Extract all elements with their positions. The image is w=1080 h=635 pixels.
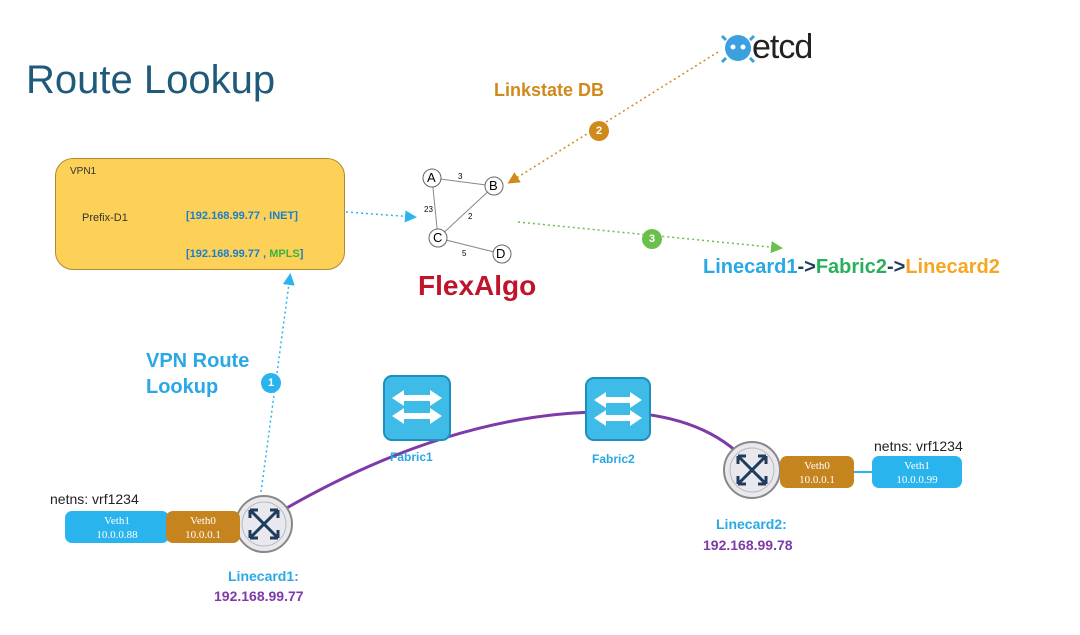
fabric2-label: Fabric2 bbox=[592, 452, 635, 466]
vpn1-label: VPN1 bbox=[70, 166, 97, 177]
edge-weight-bc: 2 bbox=[468, 212, 473, 221]
fabric1-label: Fabric1 bbox=[390, 450, 433, 464]
linecard1-veth0-name: Veth0 bbox=[190, 515, 216, 527]
linecard2-netns-label: netns: vrf1234 bbox=[874, 438, 963, 454]
linecard2-router-icon bbox=[723, 441, 781, 499]
vpn-route-line2: Lookup bbox=[146, 376, 219, 398]
step-badge-2: 2 bbox=[589, 121, 609, 141]
path-fabric2: Fabric2 bbox=[815, 256, 887, 278]
path-arrow-2: -> bbox=[886, 256, 906, 278]
path-arrow-1: -> bbox=[797, 256, 816, 278]
vpn-route-lookup-label: VPN Route Lookup bbox=[146, 348, 249, 400]
route-mpls-tag: MPLS bbox=[269, 248, 300, 260]
etcd-label: etcd bbox=[752, 28, 813, 66]
linecard1-veth1-ip: 10.0.0.88 bbox=[96, 529, 138, 541]
path-linecard2: Linecard2 bbox=[905, 256, 1000, 278]
route-mpls-prefix: [192.168.99.77 , bbox=[186, 248, 270, 260]
prefix-d1-label: Prefix-D1 bbox=[82, 212, 128, 224]
vpn-route-line1: VPN Route bbox=[146, 350, 250, 372]
route-inet-label: [192.168.99.77 , INET] bbox=[186, 210, 298, 222]
topology-graph bbox=[431, 177, 503, 255]
linecard1-veth1-box: Veth1 10.0.0.88 bbox=[65, 511, 169, 543]
lookup-arrow bbox=[260, 273, 295, 493]
page-title: Route Lookup bbox=[26, 58, 276, 102]
vpn1-box bbox=[55, 158, 345, 270]
linecard1-netns-label: netns: vrf1234 bbox=[50, 491, 139, 507]
route-mpls-suffix: ] bbox=[299, 248, 304, 260]
linecard1-veth0-box: Veth0 10.0.0.1 bbox=[166, 511, 240, 543]
linecard2-ip: 192.168.99.78 bbox=[703, 537, 793, 553]
path-linecard1: Linecard1 bbox=[703, 256, 798, 278]
vpn-to-graph-arrow bbox=[345, 210, 417, 223]
edge-weight-ab: 3 bbox=[458, 172, 463, 181]
linkstate-db-label: Linkstate DB bbox=[494, 80, 605, 100]
graph-node-d: D bbox=[496, 246, 506, 261]
route-mpls-label: [192.168.99.77 , MPLS] bbox=[186, 248, 303, 260]
graph-node-c: C bbox=[433, 230, 443, 245]
linecard1-ip: 192.168.99.77 bbox=[214, 588, 304, 604]
etcd-logo-icon bbox=[720, 34, 756, 64]
step-badge-3: 3 bbox=[642, 229, 662, 249]
edge-weight-cd: 5 bbox=[462, 249, 467, 258]
linecard1-router-icon bbox=[235, 495, 293, 553]
flexalgo-label: FlexAlgo bbox=[418, 270, 537, 301]
linecard2-veth0-box: Veth0 10.0.0.1 bbox=[780, 456, 854, 488]
computed-path-label: Linecard1->Fabric2->Linecard2 bbox=[703, 256, 1000, 279]
linecard2-veth0-ip: 10.0.0.1 bbox=[799, 474, 835, 486]
linecard2-veth0-name: Veth0 bbox=[804, 460, 830, 472]
step-badge-1: 1 bbox=[261, 373, 281, 393]
fabric2-switch-icon bbox=[585, 377, 651, 441]
linecard1-veth0-ip: 10.0.0.1 bbox=[185, 529, 221, 541]
graph-node-a: A bbox=[427, 170, 436, 185]
linecard2-veth1-name: Veth1 bbox=[904, 460, 930, 472]
edge-weight-ac: 23 bbox=[424, 205, 433, 214]
graph-node-circles bbox=[422, 168, 512, 264]
etcd-to-graph-arrow bbox=[507, 51, 719, 184]
linecard1-veth1-name: Veth1 bbox=[104, 515, 130, 527]
fabric1-switch-icon bbox=[383, 375, 451, 441]
linecard2-veth1-ip: 10.0.0.99 bbox=[896, 474, 938, 486]
graph-node-b: B bbox=[489, 178, 498, 193]
linecard2-veth1-box: Veth1 10.0.0.99 bbox=[872, 456, 962, 488]
linecard1-name: Linecard1: bbox=[228, 568, 299, 584]
flow-path-line bbox=[257, 410, 754, 527]
linecard2-name: Linecard2: bbox=[716, 516, 787, 532]
